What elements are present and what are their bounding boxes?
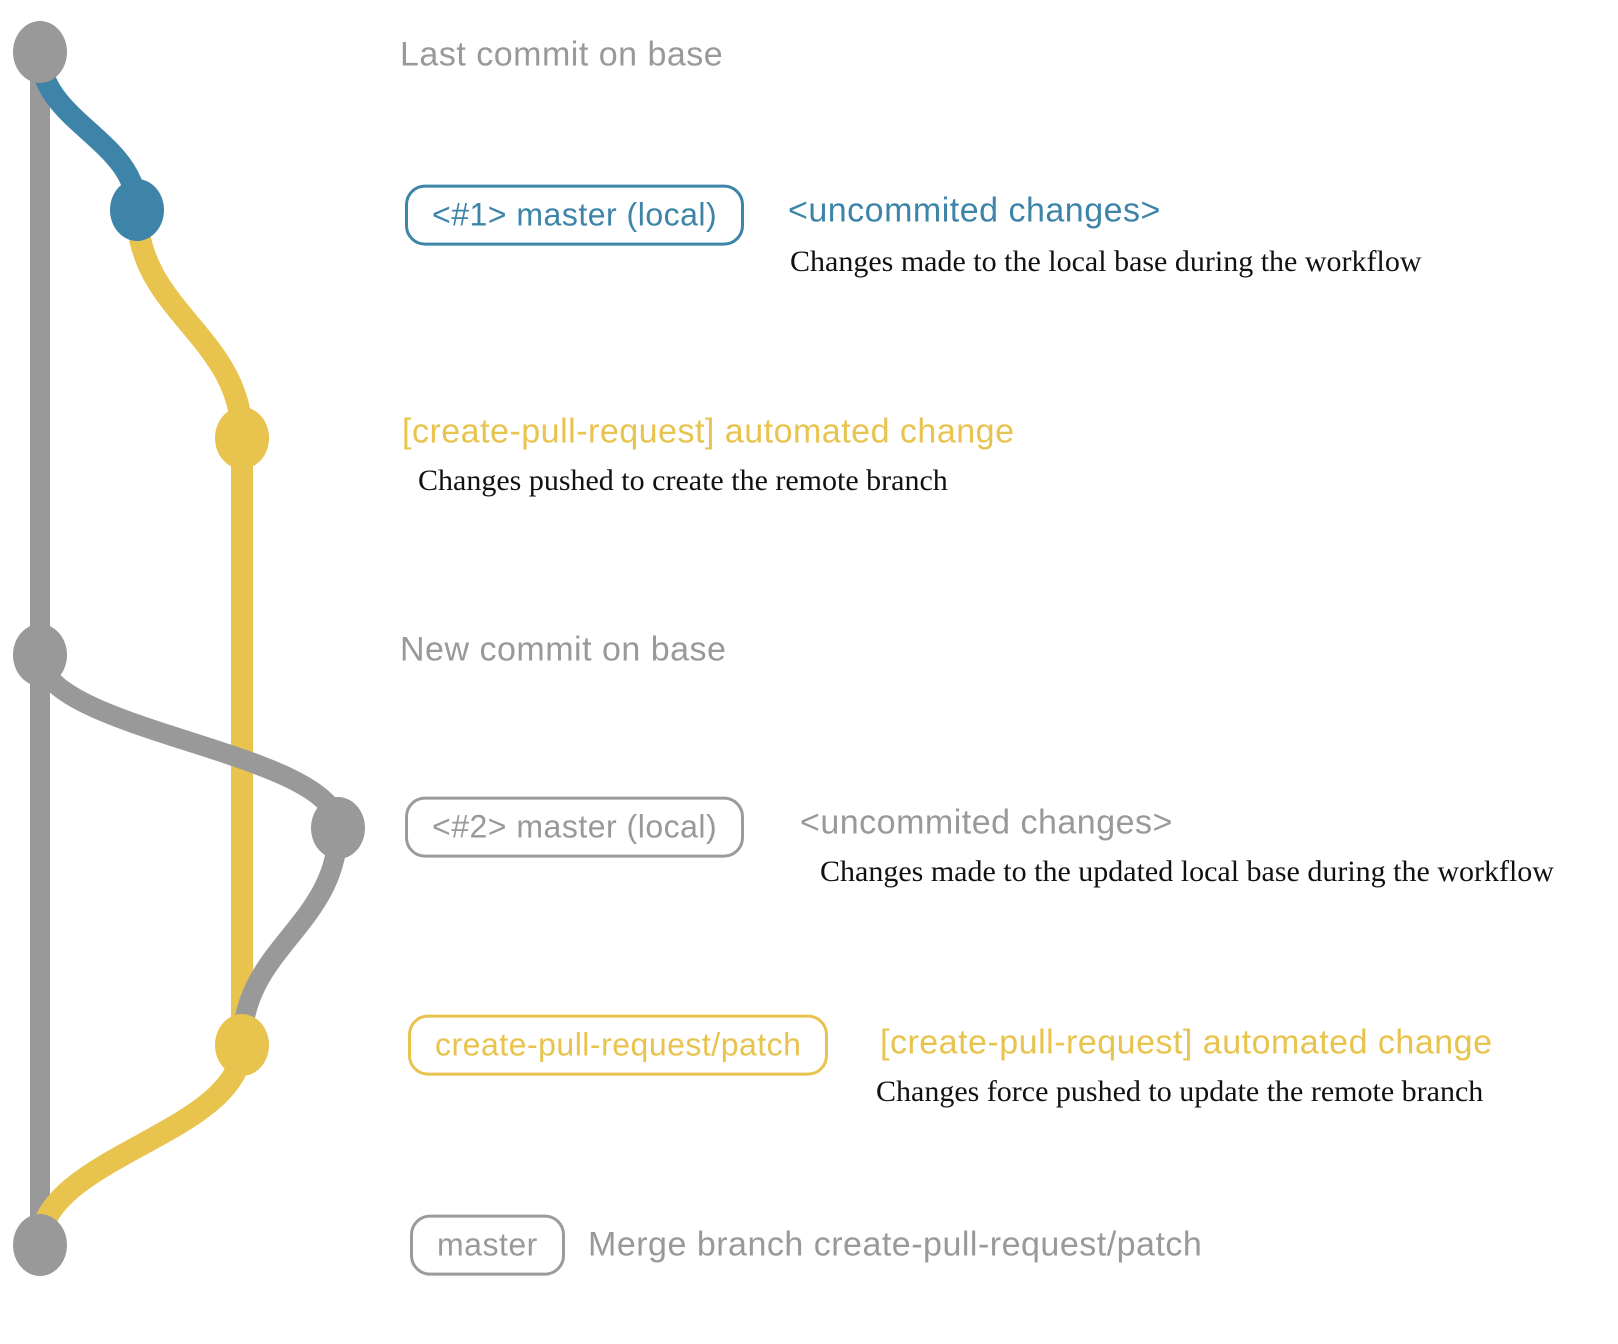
branch-edge-remote-2-to-base-merge [29, 1044, 253, 1246]
commit-message-uncommited-1: <uncommited changes> [788, 191, 1161, 230]
merge-commit-message: Merge branch create-pull-request/patch [588, 1225, 1203, 1264]
branch-badge-create-pull-request-patch: create-pull-request/patch [408, 1014, 829, 1076]
commit-node-base-merge [13, 1214, 67, 1276]
commit-node-local-1 [110, 179, 164, 241]
commit-message-automated-change-1: [create-pull-request] automated change [402, 412, 1015, 451]
commit-message-automated-change-2: [create-pull-request] automated change [880, 1023, 1493, 1062]
commit-node-remote-1 [215, 407, 269, 469]
branch-edge-local-1-to-remote-1 [126, 209, 253, 439]
commit-message-uncommited-2: <uncommited changes> [800, 803, 1173, 842]
commit-node-base-last [13, 21, 67, 83]
branch-edge-base-new-to-local-2 [30, 653, 348, 830]
caption-local-changes-1: Changes made to the local base during th… [790, 244, 1422, 278]
new-commit-label: New commit on base [400, 630, 727, 669]
commit-node-local-2 [311, 797, 365, 859]
branch-badge-master-local-2: <#2> master (local) [405, 796, 745, 858]
commit-node-base-new [13, 624, 67, 686]
caption-local-changes-2: Changes made to the updated local base d… [820, 854, 1554, 888]
caption-push-remote-branch: Changes pushed to create the remote bran… [418, 463, 948, 497]
branch-badge-master: master [410, 1214, 565, 1276]
commit-node-remote-2 [215, 1014, 269, 1076]
branch-badge-master-local-1: <#1> master (local) [405, 184, 745, 246]
last-commit-label: Last commit on base [400, 35, 724, 74]
branch-edge-local-2-to-remote-2 [232, 827, 348, 1046]
caption-force-push-remote-branch: Changes force pushed to update the remot… [876, 1074, 1484, 1108]
